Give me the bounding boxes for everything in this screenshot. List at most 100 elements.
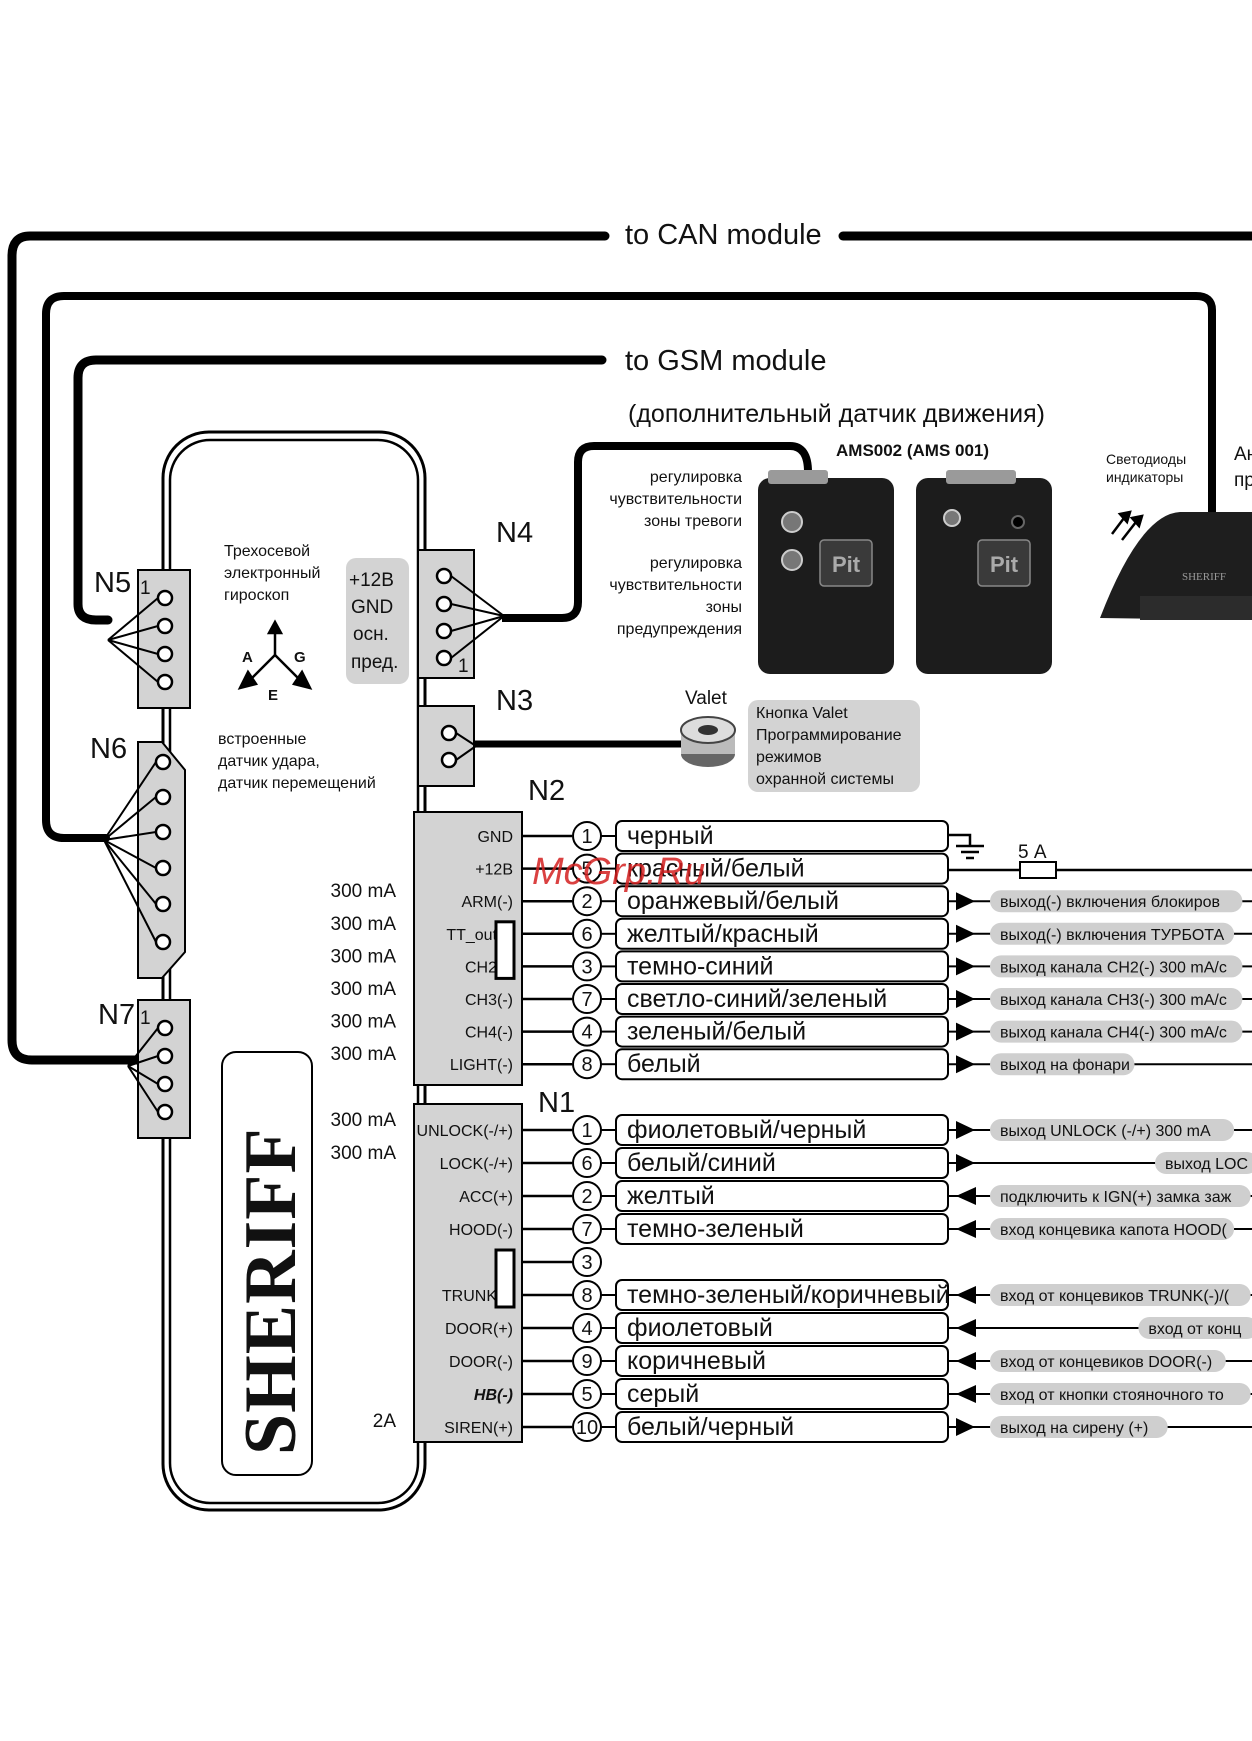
signal-description: вход от концевиков TRUNK(-)/( xyxy=(1000,1288,1230,1305)
svg-text:Pit: Pit xyxy=(832,552,861,577)
wire-number: 7 xyxy=(581,989,592,1011)
wire-number: 1 xyxy=(581,1120,592,1142)
can-cable xyxy=(7,231,1252,1065)
pin-label: ARM(-) xyxy=(461,894,513,911)
signal-description-box xyxy=(990,988,1243,1010)
gyro-axis-g: G xyxy=(294,649,306,666)
signal-description-box xyxy=(1138,1317,1252,1339)
output-arrow-icon xyxy=(956,1055,975,1074)
led-label-1: Светодиоды xyxy=(1106,451,1186,467)
gyro-line-3: гироскоп xyxy=(224,587,289,604)
wire-number: 2 xyxy=(581,1186,592,1208)
pin-label: ACC(+) xyxy=(459,1189,513,1206)
input-arrow-icon xyxy=(956,1220,976,1238)
antenna-module-image: SHERIFF xyxy=(1100,512,1252,620)
ams001-sensor-image: Pit xyxy=(916,470,1052,674)
pin-label: CH4(-) xyxy=(465,1025,513,1042)
valet-button-image xyxy=(680,716,736,767)
signal-description: выход канала CH4(-) 300 mA/с xyxy=(1000,1025,1227,1042)
led-arrows-icon xyxy=(1111,510,1144,541)
jumper-bridge xyxy=(494,920,516,980)
wire-number: 10 xyxy=(576,1417,598,1439)
signal-description: вход концевика капота HOOD( xyxy=(1000,1222,1228,1239)
signal-description: выход LOC xyxy=(1165,1156,1248,1173)
current-rating: 300 mA xyxy=(331,881,397,902)
jumper-bridge xyxy=(494,1248,516,1309)
gyro-axis-e: E xyxy=(268,687,278,704)
n5-pins xyxy=(156,589,174,691)
current-rating: 300 mA xyxy=(331,979,397,1000)
pin-label: +12В xyxy=(475,862,513,879)
valet-note-4: охранной системы xyxy=(756,771,894,788)
signal-description: вход от концевиков DOOR(-) xyxy=(1000,1354,1212,1371)
pin-label: HB(-) xyxy=(474,1387,513,1404)
harness-row: 3 xyxy=(522,1247,602,1277)
gyro-axes-icon xyxy=(237,619,313,690)
fuse-label: 5 А xyxy=(1018,842,1047,863)
signal-description-box xyxy=(990,1185,1251,1207)
wire-color: черный xyxy=(627,822,714,850)
pin-label: UNLOCK(-/+) xyxy=(417,1123,513,1140)
wire-number: 6 xyxy=(581,924,592,946)
signal-description-box xyxy=(990,1350,1226,1372)
valet-note-2: Программирование xyxy=(756,727,902,744)
n4-pin-warn: пред. xyxy=(351,652,398,673)
input-arrow-icon xyxy=(956,1319,976,1337)
signal-description-box xyxy=(990,1053,1135,1076)
wire-color: серый xyxy=(627,1380,699,1408)
shock-sensor-label: встроенные датчик удара, датчик перемеще… xyxy=(218,731,376,792)
signal-description-box xyxy=(990,922,1235,945)
adjust-alarm-2: чувствительности xyxy=(609,491,742,508)
adjust-warn-2: чувствительности xyxy=(609,577,742,594)
wire-color: белый/синий xyxy=(627,1149,776,1177)
watermark: McGrp.Ru xyxy=(532,851,705,893)
n3-wires xyxy=(455,732,477,761)
adjust-warn-1: регулировка xyxy=(650,555,742,572)
wire-color: темно-синий xyxy=(627,952,774,980)
output-arrow-icon xyxy=(956,924,975,943)
n7-fan-wires xyxy=(127,1027,159,1113)
wire-number: 8 xyxy=(581,1054,592,1076)
wire-color: темно-зеленый xyxy=(627,1215,804,1243)
wire-number: 4 xyxy=(581,1022,592,1044)
pin-label: LIGHT(-) xyxy=(450,1057,513,1074)
svg-text:SHERIFF: SHERIFF xyxy=(1182,571,1226,583)
n4-pins xyxy=(435,567,453,667)
current-rating: 300 mA xyxy=(331,1044,397,1065)
wire-color: зеленый/белый xyxy=(627,1018,806,1046)
pin-label: SIREN(+) xyxy=(444,1420,513,1437)
adjust-alarm-3: зоны тревоги xyxy=(644,513,742,530)
led-label-2: индикаторы xyxy=(1106,469,1183,485)
signal-description: выход канала CH2(-) 300 mA/с xyxy=(1000,959,1227,976)
n4-pin-legend xyxy=(346,558,409,684)
n5-label: N5 xyxy=(94,567,131,599)
adjust-warn-4: предупреждения xyxy=(617,621,742,638)
output-arrow-icon xyxy=(956,1022,975,1041)
sensor-adjust-warn: регулировка чувствительности зоны предуп… xyxy=(609,555,742,638)
n7-pin1: 1 xyxy=(140,1008,151,1029)
n3-label: N3 xyxy=(496,685,533,717)
signal-description: выход(-) включения блокиров xyxy=(1000,894,1220,911)
valet-note-1: Кнопка Valet xyxy=(756,705,848,722)
n4-fan-wires xyxy=(450,575,505,659)
valet-label: Valet xyxy=(685,688,728,709)
wire-number: 7 xyxy=(581,1219,592,1241)
pin-label: HOOD(-) xyxy=(449,1222,513,1239)
signal-description: выход на сирену (+) xyxy=(1000,1420,1148,1437)
signal-description: выход на фонари xyxy=(1000,1057,1130,1074)
output-arrow-icon xyxy=(956,957,975,976)
ams002-sensor-image: Pit xyxy=(758,470,894,674)
signal-description: выход(-) включения ТУРБОТА xyxy=(1000,927,1225,944)
gsm-module-label: to GSM module xyxy=(625,345,826,377)
output-arrow-icon xyxy=(956,1418,975,1436)
current-rating: 2A xyxy=(373,1411,397,1432)
wire-color: желтый/красный xyxy=(627,920,819,948)
